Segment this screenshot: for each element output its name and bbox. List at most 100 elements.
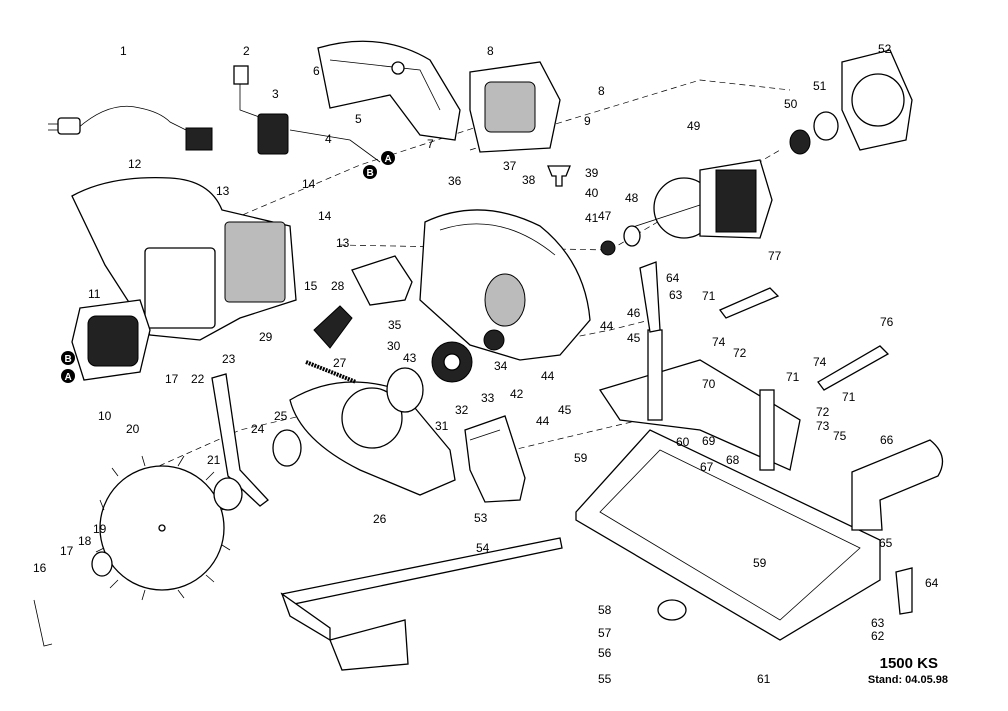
marker-label: A [385, 154, 392, 165]
part-number: 62 [871, 629, 885, 643]
armature [629, 159, 773, 239]
adjusting-screw-75 [817, 345, 890, 391]
part-number: 77 [768, 249, 782, 263]
part-number: 2 [243, 44, 250, 58]
part-number: 57 [598, 626, 612, 640]
part-number: 6 [313, 64, 320, 78]
knob [657, 599, 687, 621]
marker-b-left: B [61, 351, 75, 365]
part-number: 7 [427, 137, 434, 151]
part-number: 12 [128, 157, 142, 171]
part-number: 39 [585, 166, 599, 180]
part-number: 67 [700, 460, 714, 474]
part-number: 58 [598, 603, 612, 617]
spring-27 [305, 360, 357, 384]
part-number: 41 [585, 211, 599, 225]
lower-blade-guard [289, 381, 456, 496]
part-number: 42 [510, 387, 524, 401]
part-number: 63 [871, 616, 885, 630]
guard-piece [464, 415, 526, 503]
part-number: 46 [627, 306, 641, 320]
part-number: 33 [481, 391, 495, 405]
part-number: 5 [355, 112, 362, 126]
hex-key [33, 599, 53, 647]
clamping-flange [91, 551, 113, 577]
motor-housing [71, 177, 297, 341]
part-number: 60 [676, 435, 690, 449]
base-plate [575, 359, 881, 641]
marker-label: A [65, 372, 72, 383]
part-number: 70 [702, 377, 716, 391]
part-number: 50 [784, 97, 798, 111]
knob-39 [547, 165, 571, 187]
saw-blade [95, 455, 231, 601]
motor-cap [469, 61, 561, 153]
bearing-48 [623, 225, 641, 247]
washer-25 [272, 429, 302, 467]
part-number: 73 [816, 419, 830, 433]
part-number: 49 [687, 119, 701, 133]
part-number: 34 [494, 359, 508, 373]
part-number: 31 [435, 419, 449, 433]
part-number: 25 [274, 409, 288, 423]
part-number: 68 [726, 453, 740, 467]
part-number: 75 [833, 429, 847, 443]
model-name: 1500 KS [879, 655, 938, 672]
lever-64-bottom [895, 567, 913, 615]
part-number: 26 [373, 512, 387, 526]
part-number: 19 [93, 522, 107, 536]
part-number: 51 [813, 79, 827, 93]
part-number: 16 [33, 561, 47, 575]
spindle-cover [351, 255, 413, 306]
part-number: 44 [600, 319, 614, 333]
part-number: 74 [712, 335, 726, 349]
handle-half [317, 40, 461, 141]
part-number: 22 [191, 372, 205, 386]
part-number: 45 [627, 331, 641, 345]
part-number: 38 [522, 173, 536, 187]
part-number: 59 [574, 451, 588, 465]
part-number: 4 [325, 132, 332, 146]
part-number: 56 [598, 646, 612, 660]
part-number: 15 [304, 279, 318, 293]
part-number: 36 [448, 174, 462, 188]
part-number: 44 [536, 414, 550, 428]
part-number: 72 [733, 346, 747, 360]
part-number: 64 [925, 576, 939, 590]
marker-label: B [367, 168, 374, 179]
scale-post-right [759, 389, 775, 471]
part-number: 17 [60, 544, 74, 558]
part-number: 9 [584, 114, 591, 128]
stand-date: Stand: 04.05.98 [867, 674, 948, 686]
part-number: 17 [165, 372, 179, 386]
marker-a-top: A [381, 151, 395, 165]
marker-label: B [65, 354, 72, 365]
part-number: 29 [259, 330, 273, 344]
part-number: 35 [388, 318, 402, 332]
part-number: 53 [474, 511, 488, 525]
part-number-labels: 1 2 3 4 5 6 7 8 8 9 10 11 12 13 13 14 14… [33, 42, 939, 686]
flange [213, 477, 243, 511]
part-number: 71 [702, 289, 716, 303]
part-number: 69 [702, 434, 716, 448]
guard-lever [211, 373, 269, 507]
part-number: 66 [880, 433, 894, 447]
part-number: 14 [318, 209, 332, 223]
part-number: 45 [558, 403, 572, 417]
part-number: 24 [251, 422, 265, 436]
switch-assembly [233, 65, 381, 163]
part-number: 64 [666, 271, 680, 285]
part-number: 1 [120, 44, 127, 58]
part-number: 48 [625, 191, 639, 205]
part-number: 61 [757, 672, 771, 686]
part-number: 71 [842, 390, 856, 404]
part-number: 13 [216, 184, 230, 198]
part-number: 65 [879, 536, 893, 550]
part-number: 10 [98, 409, 112, 423]
part-number: 54 [476, 541, 490, 555]
part-number: 74 [813, 355, 827, 369]
part-number: 21 [207, 453, 221, 467]
part-number: 28 [331, 279, 345, 293]
